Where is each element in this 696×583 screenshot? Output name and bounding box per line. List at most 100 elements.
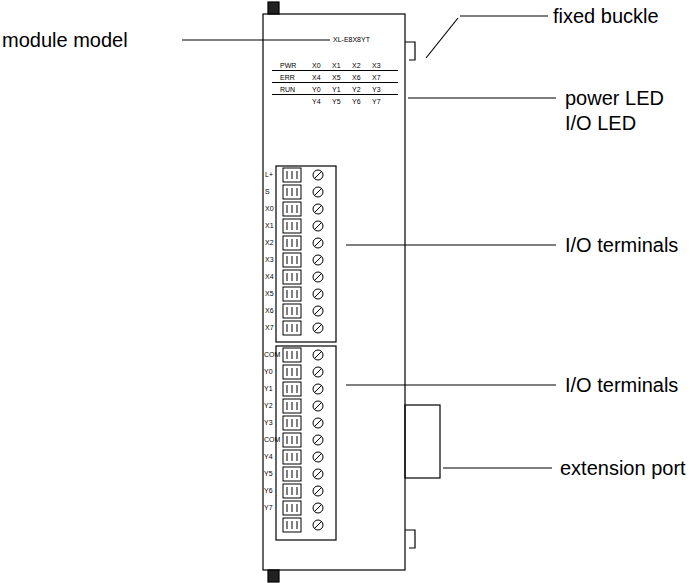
screw-slot [315, 369, 322, 376]
terminal-slot [283, 287, 301, 301]
terminal-bar [297, 188, 298, 196]
terminal-bar [292, 453, 293, 461]
terminal-bar [292, 324, 293, 332]
terminal-screw [313, 238, 323, 248]
terminal-screw [313, 221, 323, 231]
part-name: I/O terminals [565, 235, 678, 255]
part-name: I/O LED [565, 113, 636, 133]
terminal-bar [287, 290, 288, 298]
terminal-bar [292, 470, 293, 478]
terminal-bar [297, 222, 298, 230]
terminal-slot [283, 484, 301, 498]
part-name: extension port [560, 458, 686, 478]
terminal-name: X7 [265, 324, 274, 331]
terminal-slot [283, 253, 301, 267]
terminal-slot [283, 321, 301, 335]
screw-slot [315, 522, 322, 529]
terminal-slot [283, 365, 301, 379]
terminal-slot [283, 236, 301, 250]
led-name: Y4 [312, 98, 321, 105]
terminal-bar [287, 205, 288, 213]
terminal-bar [292, 402, 293, 410]
terminal-screw [313, 384, 323, 394]
screw-slot [315, 274, 322, 281]
terminal-bar [297, 239, 298, 247]
terminal-bar [297, 273, 298, 281]
terminal-screw [313, 435, 323, 445]
led-name: X5 [332, 74, 341, 81]
terminal-screw [313, 306, 323, 316]
terminal-bar [292, 487, 293, 495]
terminal-bar [297, 436, 298, 444]
terminal-bar [297, 290, 298, 298]
terminal-screw [313, 367, 323, 377]
terminal-screw [313, 520, 323, 530]
terminal-bar [287, 470, 288, 478]
terminal-bar [297, 385, 298, 393]
terminal-slot [283, 202, 301, 216]
terminal-bar [287, 402, 288, 410]
terminal-screw [313, 170, 323, 180]
terminal-bar [287, 171, 288, 179]
led-name: X2 [352, 62, 361, 69]
screw-slot [315, 223, 322, 230]
terminal-screw [313, 187, 323, 197]
terminal-name: Y6 [264, 487, 273, 494]
terminal-bar [287, 256, 288, 264]
terminal-screw [313, 452, 323, 462]
terminal-slot [283, 416, 301, 430]
terminal-bar [287, 385, 288, 393]
terminal-screw [313, 255, 323, 265]
terminal-bar [297, 307, 298, 315]
led-name: RUN [280, 86, 295, 93]
screw-slot [315, 420, 322, 427]
screw-slot [315, 437, 322, 444]
screw-slot [315, 454, 322, 461]
led-name: Y1 [332, 86, 341, 93]
terminal-slot [283, 185, 301, 199]
terminal-bar [292, 436, 293, 444]
terminal-slot [283, 382, 301, 396]
terminal-name: Y2 [264, 402, 273, 409]
led-name: X6 [352, 74, 361, 81]
terminal-bar [292, 351, 293, 359]
screw-slot [315, 325, 322, 332]
terminal-bar [292, 256, 293, 264]
terminal-slot [283, 304, 301, 318]
screw-slot [315, 471, 322, 478]
terminal-bar [297, 419, 298, 427]
led-name: Y0 [312, 86, 321, 93]
terminal-slot [283, 433, 301, 447]
terminal-name: X1 [265, 222, 274, 229]
terminal-bar [287, 188, 288, 196]
led-name: Y3 [372, 86, 381, 93]
terminal-name: X2 [265, 239, 274, 246]
terminal-name: Y0 [264, 368, 273, 375]
terminal-slot [283, 467, 301, 481]
terminal-slot [283, 270, 301, 284]
screw-slot [315, 488, 322, 495]
led-name: PWR [280, 62, 296, 69]
terminal-bar [287, 324, 288, 332]
terminal-name: Y5 [264, 470, 273, 477]
terminal-screw [313, 323, 323, 333]
terminal-bar [292, 290, 293, 298]
part-name: module model [2, 30, 128, 50]
terminal-bar [292, 273, 293, 281]
terminal-bar [297, 521, 298, 529]
terminal-bar [287, 307, 288, 315]
screw-slot [315, 352, 322, 359]
terminal-bar [287, 239, 288, 247]
led-name: X0 [312, 62, 321, 69]
terminal-bar [292, 188, 293, 196]
terminal-name: X4 [265, 273, 274, 280]
terminal-bar [297, 368, 298, 376]
screw-slot [315, 206, 322, 213]
led-name: X7 [372, 74, 381, 81]
terminal-slot [283, 518, 301, 532]
terminal-name: X3 [265, 256, 274, 263]
terminal-screw [313, 272, 323, 282]
terminal-slot [283, 399, 301, 413]
terminal-bar [292, 222, 293, 230]
terminal-screw [313, 418, 323, 428]
